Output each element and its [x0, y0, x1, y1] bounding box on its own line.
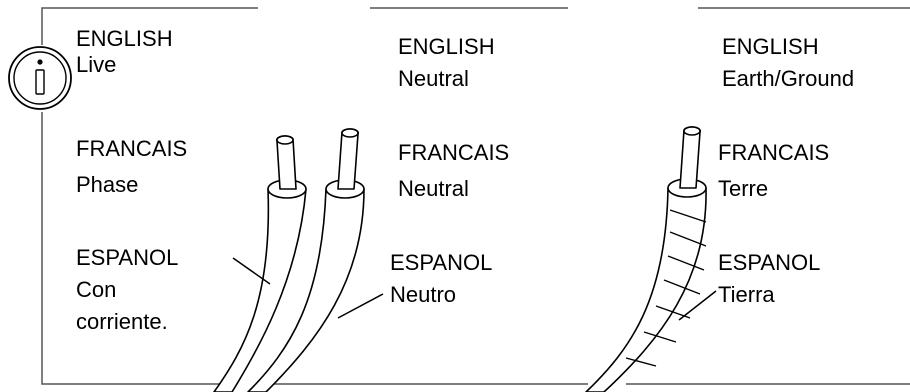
neutral-wire-insulation: [247, 188, 365, 392]
live-neutral-cables: [213, 128, 365, 392]
earth-stripe-pattern: [625, 209, 707, 367]
heading-english: ENGLISH: [398, 34, 495, 59]
value-live: Live: [76, 52, 117, 77]
panel-frames: [41, 7, 910, 385]
leader-lines: [232, 257, 717, 321]
value-earth-ground: Earth/Ground: [722, 66, 855, 91]
panel-live-frame-lower: [41, 112, 228, 385]
panel-live-frame: [41, 7, 258, 45]
live-conductor-tip: [276, 135, 294, 145]
earth-conductor: [679, 126, 702, 189]
heading-english: ENGLISH: [76, 26, 173, 51]
earth-cable: [585, 126, 707, 392]
live-espanol-label: ESPANOL Con corriente.: [76, 244, 178, 336]
heading-francais: FRANCAIS: [76, 136, 188, 161]
value-corriente: corriente.: [76, 309, 168, 334]
live-english-label: ENGLISH Live: [76, 26, 173, 78]
heading-english: ENGLISH: [722, 34, 819, 59]
earth-english-label: ENGLISH Earth/Ground: [722, 34, 854, 92]
heading-francais: FRANCAIS: [718, 140, 830, 165]
neutral-conductor: [337, 128, 360, 190]
neutral-english-label: ENGLISH Neutral: [398, 34, 495, 92]
earth-francais-label: FRANCAIS Terre: [718, 140, 829, 202]
earth-conductor-tip: [683, 126, 701, 136]
value-con: Con: [76, 277, 117, 302]
heading-francais: FRANCAIS: [398, 140, 510, 165]
neutral-francais-label: FRANCAIS Neutral: [398, 140, 509, 202]
value-phase: Phase: [76, 172, 139, 197]
heading-espanol: ESPANOL: [718, 250, 821, 275]
earth-leader-line: [678, 290, 717, 321]
value-neutral-fr: Neutral: [398, 176, 469, 201]
value-tierra: Tierra: [718, 282, 775, 307]
live-francais-label: FRANCAIS Phase: [76, 136, 187, 198]
live-leader-line: [232, 257, 271, 285]
neutral-leader-line: [337, 293, 384, 319]
value-neutro: Neutro: [390, 282, 457, 307]
earth-espanol-label: ESPANOL Tierra: [718, 250, 820, 308]
heading-espanol: ESPANOL: [76, 245, 179, 270]
info-icon[interactable]: [8, 46, 72, 110]
neutral-conductor-tip: [341, 128, 359, 138]
live-wire-insulation: [213, 188, 307, 392]
neutral-espanol-label: ESPANOL Neutro: [390, 250, 492, 308]
value-terre: Terre: [718, 176, 769, 201]
heading-espanol: ESPANOL: [390, 250, 493, 275]
value-neutral: Neutral: [398, 66, 469, 91]
earth-wire-insulation: [585, 187, 707, 392]
